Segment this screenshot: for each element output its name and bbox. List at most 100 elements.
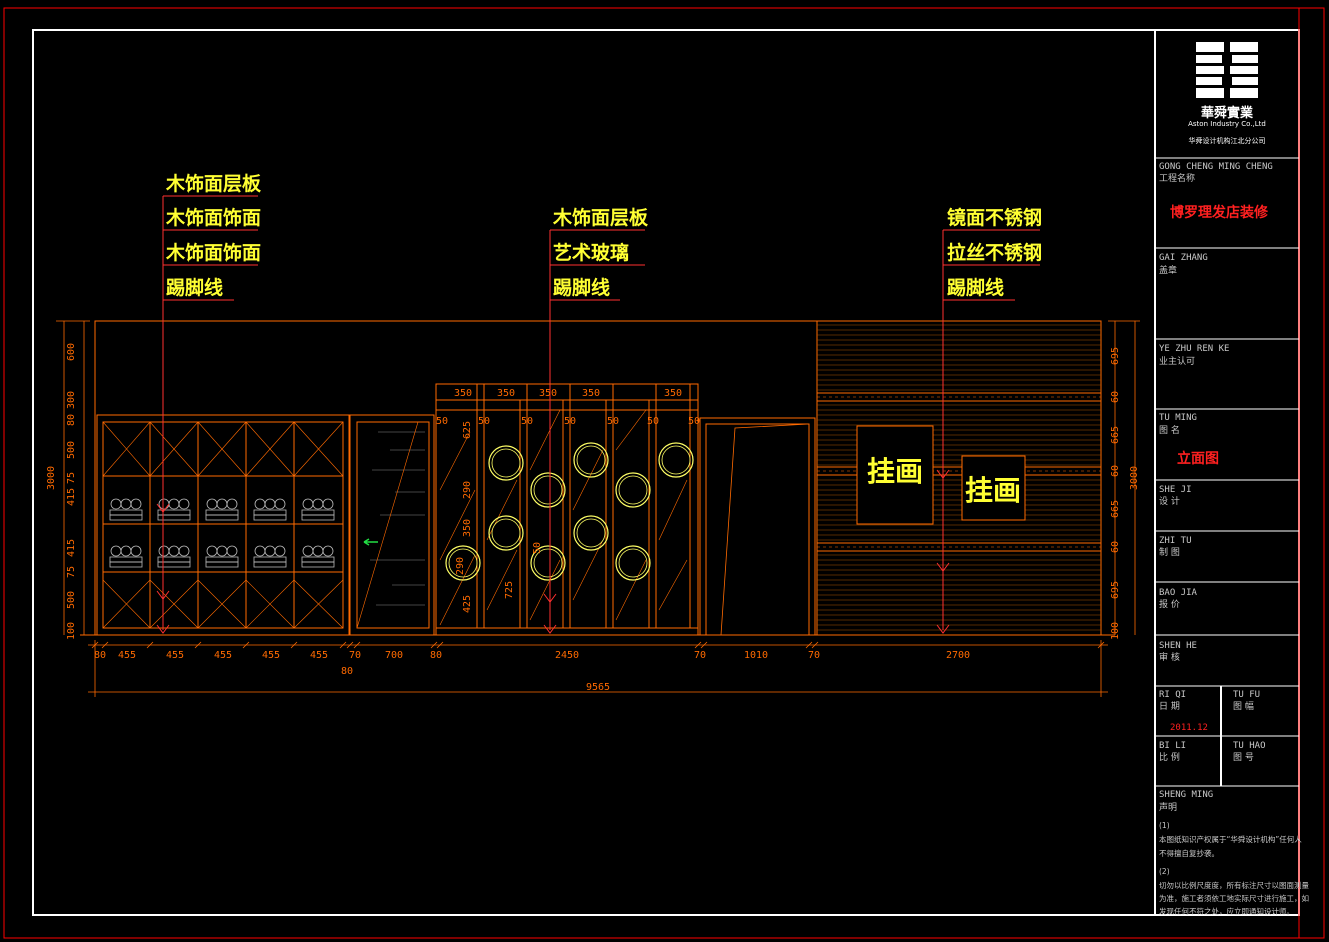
note2-line-c: 发现任何不符之处，应立即通知设计师。 [1159, 906, 1294, 916]
seal-label-py: GAI ZHANG [1159, 253, 1208, 263]
dim-tick [101, 641, 109, 649]
project-name: 博罗理发店装修 [1170, 204, 1269, 221]
dim-bottom-12: 70 [808, 650, 820, 661]
dim-mid-vert-5: 725 [504, 581, 515, 599]
callout-left-4: 踢脚线 [166, 276, 223, 299]
elevation [80, 320, 1115, 636]
dim-bottom-0: 80 [94, 650, 106, 661]
painting-label-1: 挂画 [867, 455, 923, 488]
dim-bottom-sub: 80 [341, 666, 353, 677]
sheet-label-cn: 图 幅 [1233, 700, 1254, 712]
dim-bottom-1: 455 [118, 650, 136, 661]
dim-top-gap-5: 50 [647, 416, 659, 427]
title-label-cn: 图 名 [1159, 424, 1180, 436]
dim-mid-vert-3: 290 [455, 557, 466, 575]
dim-left-vert-2: 80 [66, 414, 77, 426]
glass-door [349, 414, 435, 636]
note-label-cn: 声明 [1159, 801, 1177, 813]
dim-mid-vert-2: 350 [462, 519, 473, 537]
dim-left-vert-0: 600 [66, 343, 77, 361]
quote-label-cn: 报 价 [1159, 598, 1180, 610]
scale-label-py: BI LI [1159, 741, 1186, 751]
design-label-py: SHE JI [1159, 485, 1192, 495]
note2-line-b: 为准，施工者须依工地实际尺寸进行施工，如 [1159, 893, 1309, 903]
dim-top-gap-2: 50 [521, 416, 533, 427]
left-cabinet [96, 414, 350, 636]
dim-left-vert-9: 100 [66, 622, 77, 640]
towel-stacks [109, 498, 335, 568]
art-glass-circles [445, 442, 694, 581]
dim-bottom-11: 1010 [744, 650, 768, 661]
dim-right-vert-3: 60 [1110, 465, 1121, 477]
dim-right-vert-0: 695 [1110, 347, 1121, 365]
dim-right-height: 3000 [1129, 466, 1140, 490]
dim-tick [353, 641, 361, 649]
dim-tick [91, 641, 99, 649]
callout-left-1: 木饰面层板 [165, 172, 262, 195]
drawing-name: 立面图 [1177, 450, 1219, 467]
left-cabinet-dividers [149, 422, 295, 628]
dim-top-shelf-4: 350 [664, 388, 682, 399]
dim-tick [811, 641, 819, 649]
date-value: 2011.12 [1170, 723, 1208, 733]
date-label-cn: 日 期 [1159, 701, 1180, 712]
dim-bottom-6: 70 [349, 650, 361, 661]
dim-tick [290, 641, 298, 649]
dim-total: 9565 [586, 682, 610, 693]
dim-right-vert-2: 665 [1110, 426, 1121, 444]
dim-top-gap-6: 50 [688, 416, 700, 427]
callout-middle-2: 艺术玻璃 [553, 241, 629, 264]
left-cabinet-diagonals [102, 421, 344, 629]
dim-mid-vert-6: 50 [532, 542, 543, 554]
callout-right-3: 踢脚线 [947, 276, 1004, 299]
dim-left-height: 3000 [46, 466, 57, 490]
no-label-py: TU HAO [1233, 741, 1266, 751]
callout-left-3: 木饰面饰面 [165, 241, 261, 264]
dim-right-vert-4: 665 [1110, 500, 1121, 518]
dim-top-gap-3: 50 [564, 416, 576, 427]
dim-top-shelf-2: 350 [539, 388, 557, 399]
dimension-lines [56, 320, 1140, 697]
dim-left-vert-5: 415 [66, 488, 77, 506]
dim-left-vert-4: 75 [66, 472, 77, 484]
dim-mid-vert-1: 290 [462, 481, 473, 499]
dim-left-vert-7: 75 [66, 566, 77, 578]
date-label-py: RI QI [1159, 690, 1186, 700]
note-label-py: SHENG MING [1159, 790, 1213, 800]
dim-bottom-7: 700 [385, 650, 403, 661]
painting-frame-1 [856, 425, 934, 525]
draw-label-cn: 制 图 [1159, 546, 1180, 558]
door-handle-arrow [363, 538, 378, 546]
dim-tick [242, 641, 250, 649]
dim-tick [805, 641, 813, 649]
design-label-cn: 设 计 [1159, 495, 1180, 507]
dim-left-vert-1: 300 [66, 391, 77, 409]
dim-bottom-13: 2700 [946, 650, 970, 661]
note1-line-a: 本图纸知识产权属于“华舜设计机构”任何人 [1159, 834, 1302, 844]
title-block: 華舜實業 Aston Industry Co.,Ltd 华舜设计机构江北分公司 … [1155, 42, 1309, 916]
draw-label-py: ZHI TU [1159, 536, 1192, 546]
dim-left-vert-3: 500 [66, 441, 77, 459]
dim-bottom-9: 2450 [555, 650, 579, 661]
door-opening [699, 417, 816, 636]
dim-tick [339, 641, 347, 649]
company-name: 華舜實業 [1201, 105, 1254, 121]
note1-index: (1) [1159, 821, 1170, 830]
callout-middle-3: 踢脚线 [553, 276, 610, 299]
dim-tick [146, 641, 154, 649]
dim-tick [346, 641, 354, 649]
dim-mid-vert-4: 425 [462, 595, 473, 613]
dim-top-gap-4: 50 [607, 416, 619, 427]
review-label-py: SHEN HE [1159, 641, 1197, 651]
scale-label-cn: 比 例 [1159, 751, 1180, 763]
art-glass-columns [476, 384, 691, 628]
dim-right-vert-7: 100 [1110, 622, 1121, 640]
company-subtitle: 华舜设计机构江北分公司 [1189, 136, 1266, 145]
callout-left-2: 木饰面饰面 [165, 206, 261, 229]
company-logo [1196, 42, 1258, 98]
note1-line-b: 不得擅自复抄袭。 [1159, 848, 1219, 858]
quote-label-py: BAO JIA [1159, 588, 1198, 598]
dim-right-vert-1: 60 [1110, 391, 1121, 403]
